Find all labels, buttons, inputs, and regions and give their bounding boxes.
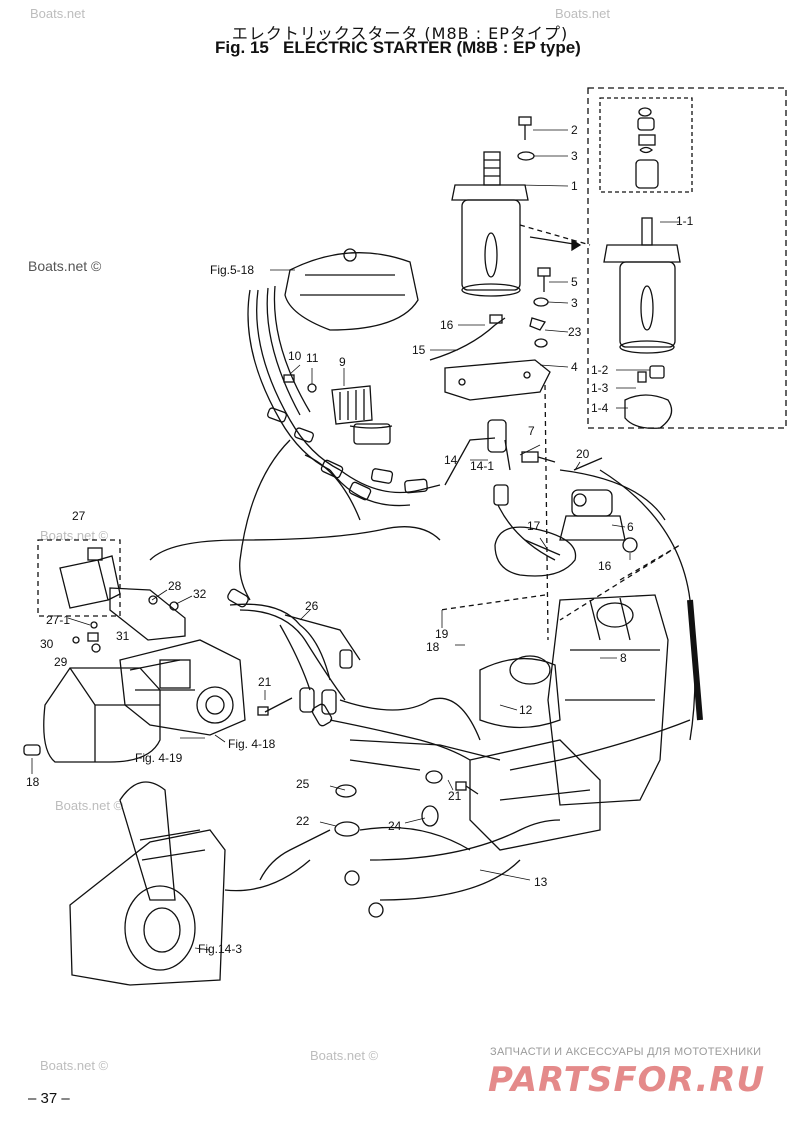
watermark: Boats.net © [310, 1048, 379, 1063]
callout-27-1: 27-1 [46, 613, 71, 627]
callout-19: 19 [435, 627, 449, 641]
brand-logo: PARTSFOR.RU [488, 1060, 766, 1100]
callout-18: 18 [426, 640, 440, 654]
callout-12: 12 [519, 703, 533, 717]
callout-31: 31 [116, 629, 130, 643]
callout-11: 11 [306, 351, 319, 365]
callout-8: 8 [620, 651, 627, 665]
page-number: – 37 – [28, 1090, 70, 1107]
callout-23: 23 [568, 325, 582, 339]
callout-32: 32 [193, 587, 207, 601]
ref-fig-4-18: Fig. 4-18 [228, 737, 276, 751]
figure-number: Fig. 15 [215, 38, 269, 57]
ref-fig-14-3: Fig.14-3 [198, 942, 243, 956]
callout-1: 1 [571, 179, 578, 193]
powerhead-block [469, 594, 669, 851]
rectifier [331, 385, 393, 445]
callout-14: 14 [444, 453, 458, 467]
starter-motor-detail [603, 107, 681, 429]
callout-1-1: 1-1 [676, 214, 694, 228]
figure-title: ELECTRIC STARTER (M8B : EP type) [283, 38, 581, 57]
callout-10: 10 [288, 349, 302, 363]
callout-24: 24 [388, 819, 402, 833]
callout-20: 20 [576, 447, 590, 461]
callout-9: 9 [339, 355, 346, 369]
callout-27: 27 [72, 509, 86, 523]
watermark: Boats.net © [28, 258, 102, 274]
callout-13: 13 [534, 875, 548, 889]
watermark: Boats.net © [55, 798, 124, 813]
callout-6: 6 [627, 520, 634, 534]
ref-fig-4-19: Fig. 4-19 [135, 751, 183, 765]
title-japanese: エレクトリックスタータ (M8B : EPタイプ) [231, 24, 569, 43]
callout-1-3: 1-3 [591, 381, 609, 395]
emergency-relay [37, 539, 186, 642]
brand-tagline: ЗАПЧАСТИ И АКСЕССУАРЫ ДЛЯ МОТОТЕХНИКИ [490, 1046, 762, 1058]
callout-18: 18 [26, 775, 40, 789]
callout-17: 17 [527, 519, 541, 533]
watermark: Boats.net © [40, 528, 109, 543]
callout-16: 16 [598, 559, 612, 573]
watermark: Boats.net [30, 6, 85, 21]
callout-4: 4 [571, 360, 578, 374]
watermark: Boats.net [555, 6, 610, 21]
callout-15: 15 [412, 343, 426, 357]
callout-22: 22 [296, 814, 310, 828]
callout-25: 25 [296, 777, 310, 791]
carburetor [119, 639, 246, 736]
callout-21: 21 [448, 789, 462, 803]
callout-16: 16 [440, 318, 454, 332]
ref-fig-5-18: Fig.5-18 [210, 263, 255, 277]
callout-14-1: 14-1 [470, 459, 495, 473]
callout-7: 7 [528, 424, 535, 438]
callout-2: 2 [571, 123, 578, 137]
callout-1-4: 1-4 [591, 401, 609, 415]
starter-motor [451, 151, 529, 297]
starter-relay [559, 489, 626, 541]
callout-26: 26 [305, 599, 319, 613]
callout-1-2: 1-2 [591, 363, 609, 377]
silencer [43, 667, 161, 763]
remote-control-box [69, 781, 311, 986]
callout-28: 28 [168, 579, 182, 593]
callout-5: 5 [571, 275, 578, 289]
callout-3: 3 [571, 149, 578, 163]
callout-30: 30 [40, 637, 54, 651]
callout-3: 3 [571, 296, 578, 310]
callout-21: 21 [258, 675, 272, 689]
watermark: Boats.net © [40, 1058, 109, 1073]
callout-29: 29 [54, 655, 68, 669]
